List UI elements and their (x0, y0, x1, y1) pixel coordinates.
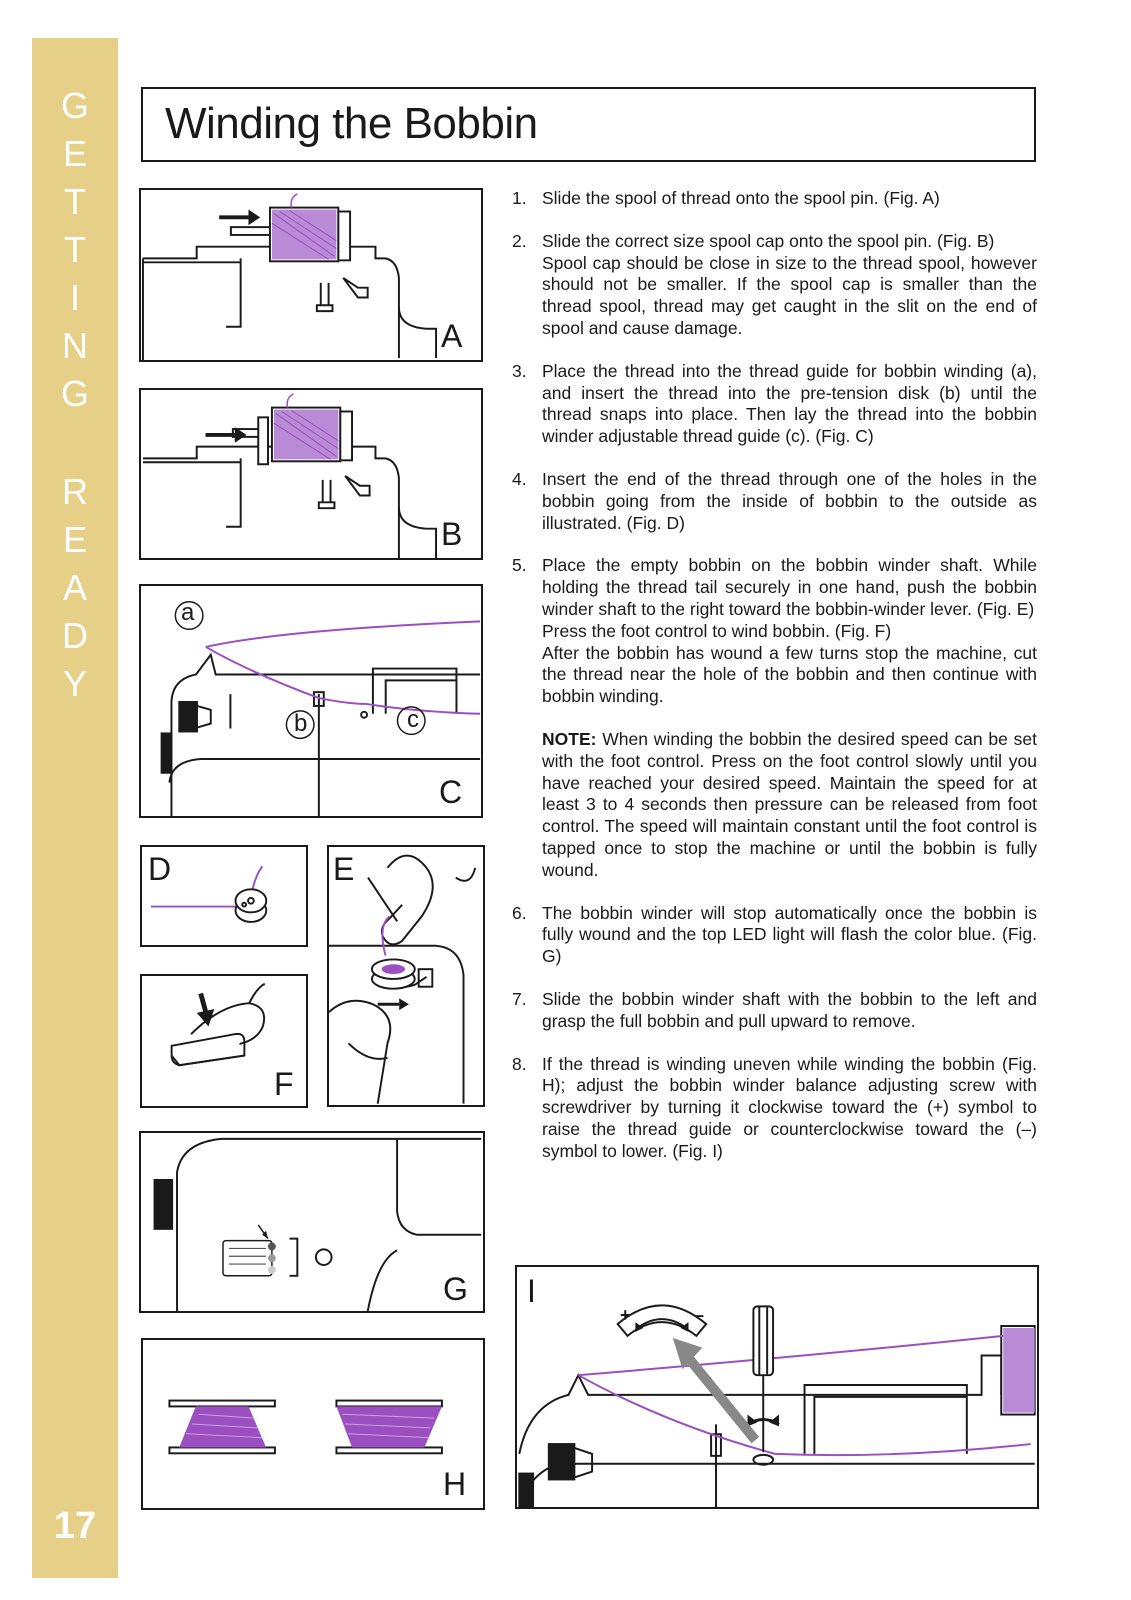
figure-letter: G (443, 1271, 468, 1307)
note-text: When winding the bobbin the desired spee… (542, 728, 1037, 880)
step-item: 3. Place the thread into the thread guid… (512, 361, 1037, 448)
figure-h: H (141, 1338, 485, 1510)
bobbin-winder-hand-illustration (329, 854, 477, 1104)
sidebar-letter: I (69, 277, 80, 318)
sidebar-letter: E (62, 133, 87, 174)
foot-control-illustration (170, 982, 266, 1067)
step-text: Slide the spool of thread onto the spool… (542, 188, 940, 208)
figure-e: E (327, 845, 485, 1107)
figure-letter: F (274, 1066, 294, 1102)
step-item: 1. Slide the spool of thread onto the sp… (512, 188, 1037, 210)
step-number: 8. (512, 1053, 527, 1074)
step-item: 7. Slide the bobbin winder shaft with th… (512, 989, 1037, 1033)
figure-letter: H (443, 1466, 467, 1502)
instruction-list: 1. Slide the spool of thread onto the sp… (512, 188, 1037, 1183)
callout-a: a (181, 599, 195, 626)
figure-letter: D (148, 851, 172, 887)
balance-screw-illustration (518, 1304, 1036, 1507)
step-number: 5. (512, 555, 527, 576)
note-label: NOTE: (542, 728, 597, 749)
step-text: Place the thread into the thread guide f… (542, 360, 1037, 447)
sidebar-letter: D (62, 615, 88, 656)
led-panel-illustration (153, 1137, 482, 1311)
figure-f: F (140, 974, 308, 1108)
step-number: 7. (512, 988, 527, 1009)
step-text: Insert the end of the thread through one… (542, 468, 1037, 533)
section-sidebar: G E T T I N G R E A D Y 17 (32, 38, 118, 1578)
callout-c: c (407, 706, 419, 733)
figure-letter: A (441, 318, 463, 354)
bobbin-thread-illustration (150, 865, 268, 923)
figure-b: B (139, 388, 483, 560)
figure-letter: B (441, 516, 463, 552)
callout-b: b (294, 710, 308, 737)
title-box: Winding the Bobbin (141, 87, 1036, 162)
figure-c: a b c C (139, 584, 483, 818)
step-item: 6. The bobbin winder will stop automatic… (512, 903, 1037, 968)
figure-d: D (140, 845, 308, 947)
sidebar-letter: A (62, 567, 87, 608)
sidebar-letter: G (60, 85, 89, 126)
spool-cap-illustration (143, 393, 437, 558)
step-number: 4. (512, 468, 527, 489)
figure-letter: I (527, 1273, 536, 1309)
note-paragraph: NOTE: When winding the bobbin the desire… (542, 729, 1037, 882)
step-item: 4. Insert the end of the thread through … (512, 469, 1037, 534)
step-text: Press the foot control to wind bobbin. (… (542, 620, 892, 641)
step-number: 2. (512, 230, 527, 251)
plus-symbol: + (620, 1305, 631, 1325)
step-number: 3. (512, 360, 527, 381)
sidebar-letter: T (64, 181, 86, 222)
step-text: If the thread is winding uneven while wi… (542, 1053, 1037, 1161)
step-item: 5. Place the empty bobbin on the bobbin … (512, 555, 1037, 881)
step-text: Spool cap should be close in size to the… (542, 252, 1037, 338)
step-item: 2. Slide the correct size spool cap onto… (512, 231, 1037, 340)
sidebar-letter: T (64, 229, 86, 270)
spool-pin-illustration (141, 193, 438, 360)
minus-symbol: – (694, 1305, 705, 1325)
uneven-bobbin-illustration (168, 1399, 443, 1455)
step-text: The bobbin winder will stop automaticall… (542, 902, 1037, 967)
step-number: 1. (512, 188, 527, 208)
page-number: 17 (53, 1505, 97, 1547)
step-text: Slide the correct size spool cap onto th… (542, 230, 995, 251)
sidebar-letter: Y (62, 663, 87, 704)
figure-letter: E (333, 851, 355, 887)
figure-a: A (139, 188, 483, 362)
thread-guide-illustration (160, 600, 481, 816)
figure-letter: C (439, 774, 463, 810)
step-item: 8. If the thread is winding uneven while… (512, 1054, 1037, 1163)
figure-i: I + – (515, 1265, 1039, 1509)
step-text: Place the empty bobbin on the bobbin win… (542, 555, 1037, 619)
step-text: Slide the bobbin winder shaft with the b… (542, 988, 1037, 1031)
sidebar-letter: N (62, 325, 88, 366)
sidebar-letter: E (62, 519, 87, 560)
sidebar-letter: G (60, 373, 89, 414)
page-title: Winding the Bobbin (165, 99, 538, 148)
figure-g: G (139, 1131, 485, 1313)
step-number: 6. (512, 902, 527, 923)
step-text: After the bobbin has wound a few turns s… (542, 642, 1037, 707)
sidebar-letter: R (62, 471, 88, 512)
